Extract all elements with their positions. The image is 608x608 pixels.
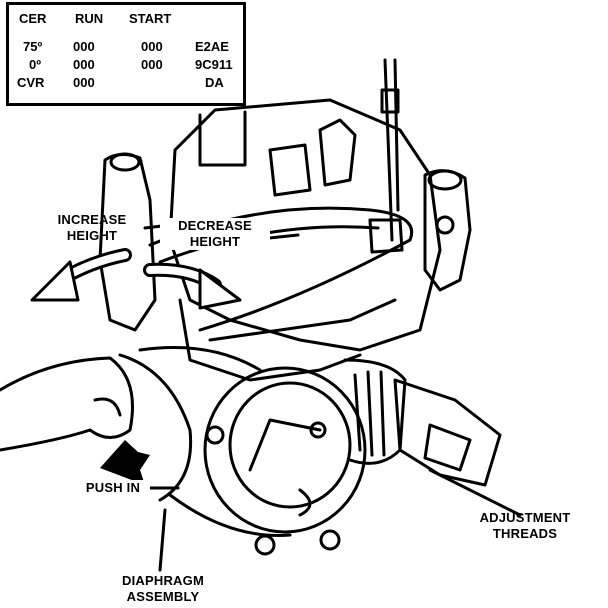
- adjustment-threads-line2: THREADS: [492, 526, 558, 541]
- finger: [0, 356, 134, 452]
- increase-height-label: INCREASE HEIGHT: [42, 212, 142, 244]
- push-in-arrow: [100, 440, 150, 485]
- adjustment-threads-label: ADJUSTMENT THREADS: [465, 510, 585, 542]
- cell-r2-c4: 9C911: [195, 57, 233, 72]
- header-cer: CER: [19, 11, 47, 26]
- cell-r3-c1: CVR: [17, 75, 45, 90]
- diaphragm-assembly-line1: DIAPHRAGM: [122, 573, 204, 588]
- decrease-height-label: DECREASE HEIGHT: [160, 218, 270, 250]
- carburetor-body-top: [168, 98, 442, 352]
- cell-r1-c2: 000: [73, 39, 95, 54]
- cell-r1-c1: 75º: [23, 39, 43, 54]
- diaphragm-assembly-label: DIAPHRAGM ASSEMBLY: [108, 573, 218, 605]
- decrease-height-line2: HEIGHT: [189, 234, 241, 249]
- cell-r3-c4: DA: [205, 75, 224, 90]
- adjustment-threads: [343, 358, 407, 465]
- cell-r1-c3: 000: [141, 39, 163, 54]
- push-in-label: PUSH IN: [76, 480, 150, 496]
- cell-r1-c4: E2AE: [195, 39, 229, 54]
- cell-r2-c3: 000: [141, 57, 163, 72]
- increase-height-line2: HEIGHT: [66, 228, 118, 243]
- diaphragm-housing: [203, 366, 367, 534]
- decrease-height-line1: DECREASE: [178, 218, 252, 233]
- header-run: RUN: [75, 11, 104, 26]
- adjustment-threads-line1: ADJUSTMENT: [479, 510, 571, 525]
- cell-r2-c1: 0º: [29, 57, 41, 72]
- choke-tower: [198, 110, 247, 167]
- header-start: START: [129, 11, 172, 26]
- diaphragm-assembly-line2: ASSEMBLY: [126, 589, 200, 604]
- title-block: CER RUN START 75º 000 000 E2AE 0º 000 00…: [6, 2, 246, 106]
- increase-height-line1: INCREASE: [57, 212, 127, 227]
- electrical-connector: [393, 378, 502, 487]
- cell-r2-c2: 000: [73, 57, 95, 72]
- cell-r3-c2: 000: [73, 75, 95, 90]
